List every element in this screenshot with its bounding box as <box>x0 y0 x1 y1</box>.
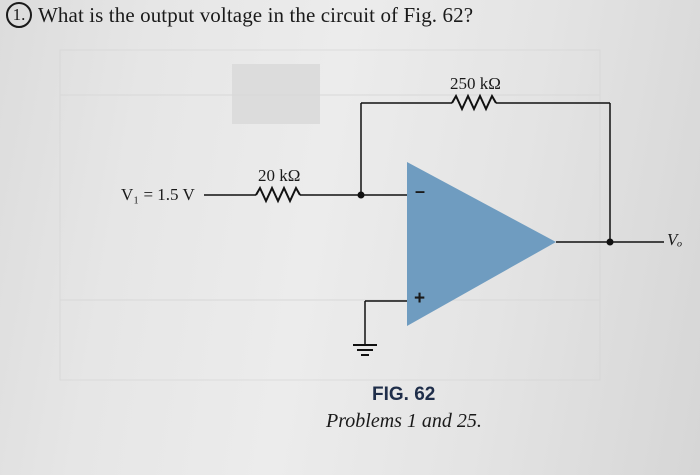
inverting-input-sign: – <box>415 181 426 201</box>
input-voltage-label: V₁ = 1.5 V <box>121 185 195 204</box>
noninverting-input-sign: + <box>414 288 426 309</box>
output-voltage-label: Vₒ <box>667 230 683 249</box>
input-resistor-label: 20 kΩ <box>258 166 301 185</box>
feedback-resistor-label: 250 kΩ <box>450 74 501 93</box>
output-node-dot <box>606 238 614 246</box>
question-text: What is the output voltage in the circui… <box>38 2 474 27</box>
op-amp-triangle <box>407 162 556 326</box>
figure-title: FIG. 62 <box>372 384 436 405</box>
feedback-resistor <box>451 93 497 112</box>
question: 1. What is the output voltage in the cir… <box>6 2 473 28</box>
ground-icon <box>353 344 377 356</box>
figure-caption: Problems 1 and 25. <box>326 410 482 432</box>
question-number: 1. <box>6 2 32 28</box>
input-resistor <box>255 185 301 204</box>
